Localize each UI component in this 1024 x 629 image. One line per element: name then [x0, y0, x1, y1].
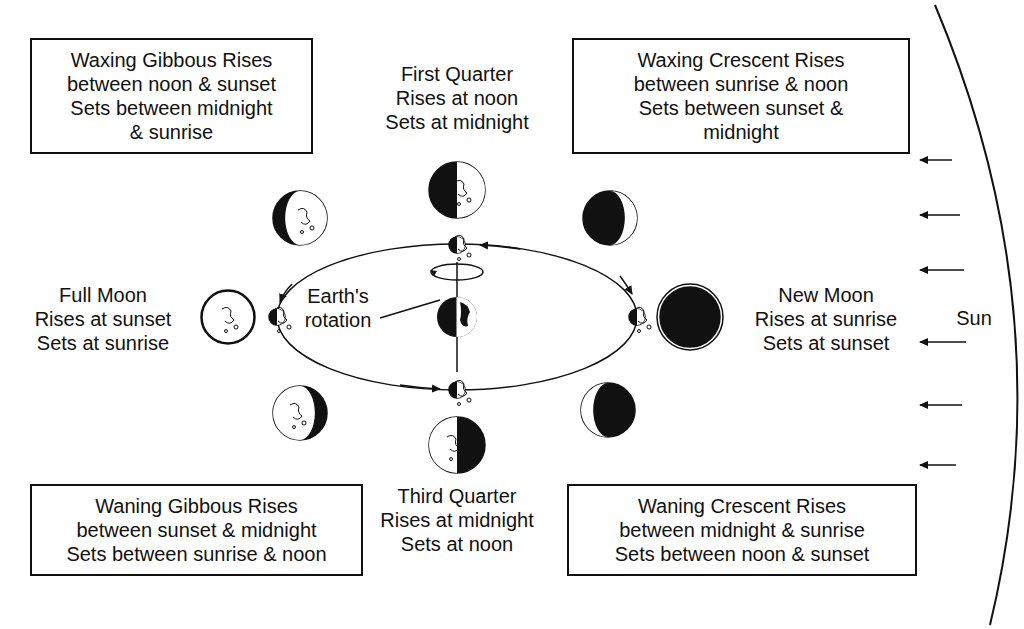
third-quarter-moon	[429, 417, 485, 473]
phase-box: Waning Gibbous Rises between sunset & mi…	[30, 484, 363, 576]
waxing-crescent-moon-lit	[610, 191, 637, 245]
rotation-label: rotation	[305, 308, 372, 332]
waxing-crescent-moon	[583, 191, 637, 245]
phase-description: Waxing Crescent Rises between sunrise & …	[632, 48, 850, 144]
orbit-moon-crater	[275, 307, 287, 323]
waning-gibbous-moon-crater	[293, 426, 296, 429]
first-quarter-moon-crater	[458, 203, 461, 206]
orbit-moon	[449, 237, 465, 253]
full-moon	[201, 290, 255, 344]
orbit-moon	[629, 309, 645, 325]
phase-description: Waning Gibbous Rises between sunset & mi…	[64, 494, 330, 566]
full-moon-crater	[222, 307, 234, 323]
phase-description: Waning Crescent Rises between midnight &…	[609, 494, 875, 566]
set-time: Sets at midnight	[385, 110, 528, 134]
phase-name: First Quarter	[401, 62, 513, 86]
waxing-gibbous-moon-crater	[310, 226, 314, 230]
third-quarter-moon-crater	[459, 453, 463, 457]
first-quarter-moon-crater	[467, 198, 471, 202]
new-moon	[660, 287, 720, 347]
third-quarter-moon-lit	[429, 417, 457, 473]
rise-time: Rises at midnight	[380, 508, 533, 532]
orbit-moon-crater	[458, 258, 461, 261]
waxing-gibbous-moon-crater	[301, 231, 304, 234]
first-quarter-moon-crater	[455, 180, 467, 196]
full-moon-lit	[202, 291, 254, 343]
waning-gibbous-moon	[273, 386, 327, 440]
orbit-moon-crater	[635, 307, 647, 323]
sun-edge	[935, 5, 1017, 625]
waning-crescent-moon	[581, 383, 635, 437]
phase-box: Waxing Crescent Rises between sunrise & …	[572, 38, 910, 154]
new-moon-rim	[657, 284, 723, 350]
rise-time: Rises at sunset	[35, 307, 172, 331]
earth	[437, 297, 477, 337]
set-time: Sets at sunset	[763, 331, 890, 355]
first-quarter-moon-lit	[457, 162, 485, 218]
phase-box: Waxing Gibbous Rises between noon & suns…	[30, 38, 313, 154]
rise-time: Rises at noon	[396, 86, 518, 110]
waning-crescent-moon-lit	[581, 383, 608, 437]
waxing-gibbous-moon-lit	[285, 191, 327, 245]
phase-description: Waxing Gibbous Rises between noon & suns…	[66, 48, 278, 144]
waxing-gibbous-moon-crater	[298, 208, 310, 224]
waning-gibbous-moon-crater	[290, 403, 302, 419]
waning-gibbous-moon-crater	[302, 421, 306, 425]
orbit-moon-crater	[638, 330, 641, 333]
third-quarter-moon-crater	[450, 458, 453, 461]
orbit-moon-crater	[287, 325, 291, 329]
full-moon-crater	[234, 325, 238, 329]
orbit-arrows	[280, 245, 632, 389]
orbit-moon-crater	[467, 398, 471, 402]
orbit-moon	[269, 309, 285, 325]
waning-gibbous-moon-lit	[273, 386, 315, 440]
orbit-moon	[449, 382, 465, 398]
orbit-moon-crater	[455, 380, 467, 396]
full-moon-crater	[225, 330, 228, 333]
first-quarter-moon	[429, 162, 485, 218]
set-time: Sets at noon	[401, 532, 513, 556]
third-quarter-moon-crater	[447, 435, 459, 451]
orbit-moon-crater	[647, 325, 651, 329]
set-time: Sets at sunrise	[37, 331, 169, 355]
phase-name: Full Moon	[59, 283, 147, 307]
orbit-moon-crater	[467, 253, 471, 257]
rotation-arrow	[431, 264, 483, 280]
orbit-moon-crater	[455, 235, 467, 251]
leader-line	[380, 300, 440, 318]
phase-name: Third Quarter	[398, 484, 517, 508]
moon-orbit	[277, 244, 637, 390]
rotation-label: Earth's	[307, 284, 369, 308]
phase-name: New Moon	[778, 283, 874, 307]
waxing-gibbous-moon	[273, 191, 327, 245]
phase-box: Waning Crescent Rises between midnight &…	[567, 484, 917, 576]
orbit-moon-crater	[458, 403, 461, 406]
sun-label: Sun	[956, 306, 992, 330]
rise-time: Rises at sunrise	[755, 307, 897, 331]
orbit-moon-crater	[278, 330, 281, 333]
